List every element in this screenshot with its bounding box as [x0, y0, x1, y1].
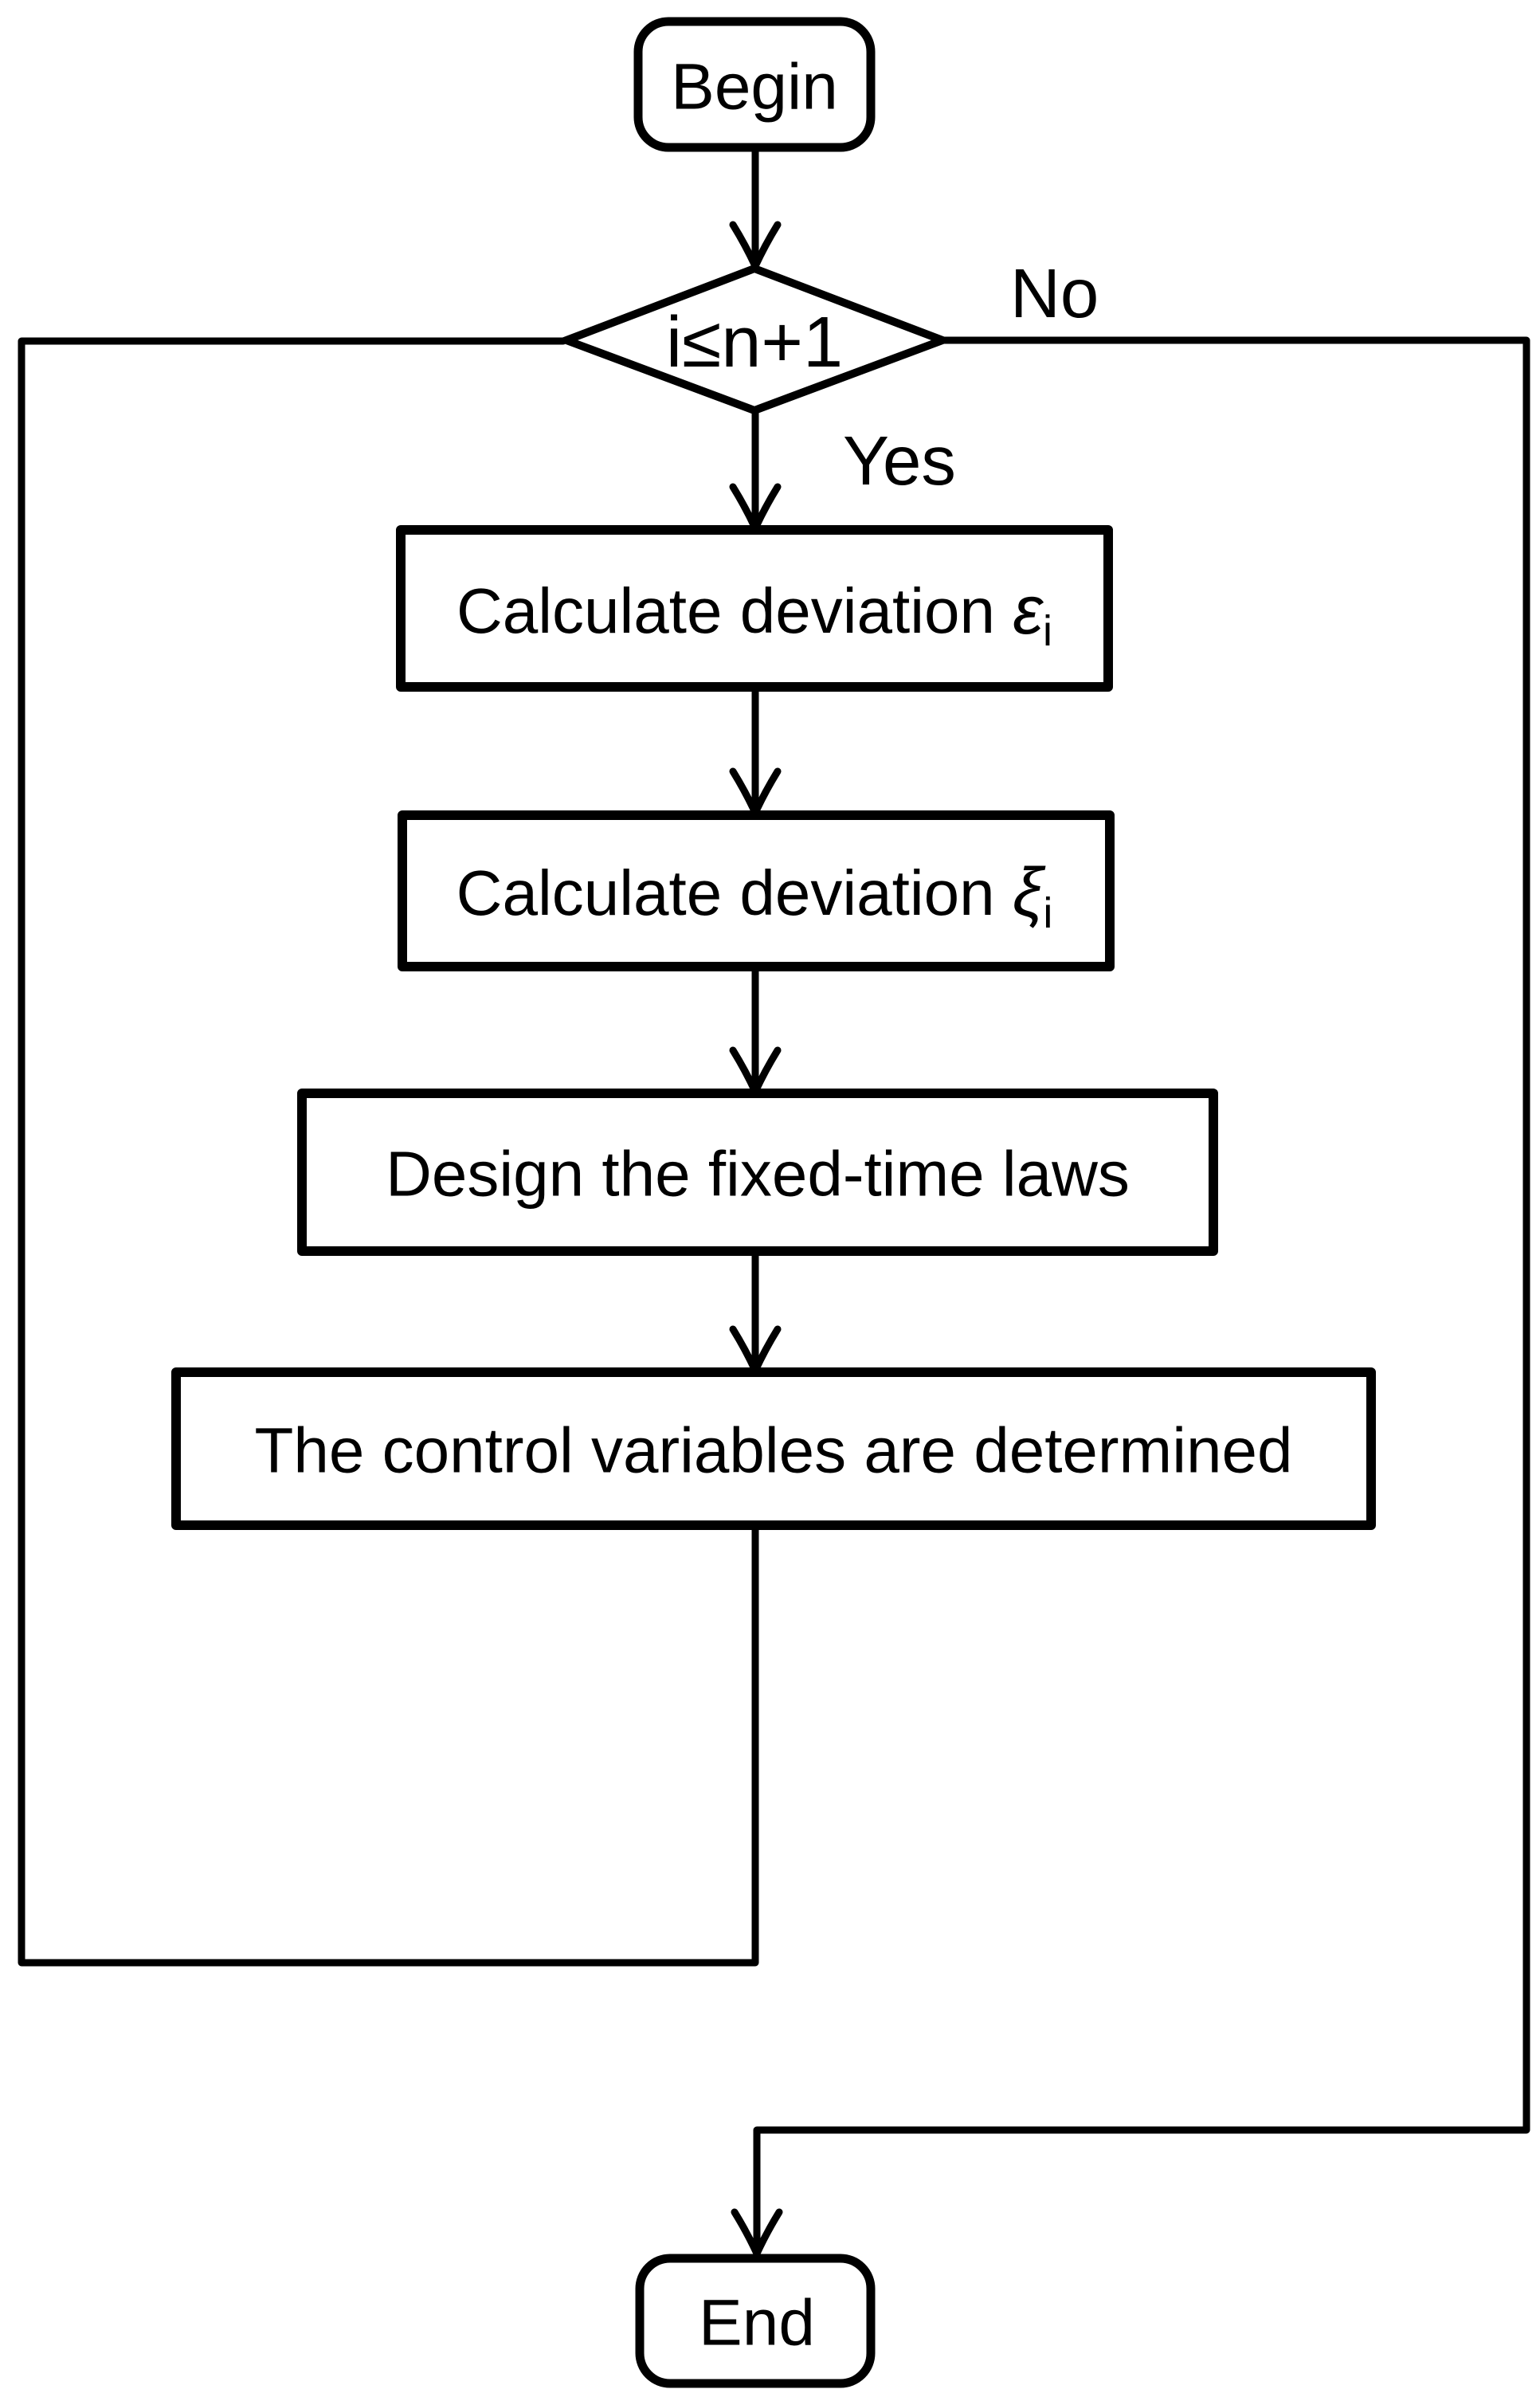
calc-epsilon-node-shape [396, 525, 1113, 692]
edge-step2-to-step3 [729, 963, 782, 1096]
arrowhead-into-end [731, 2208, 783, 2258]
arrowhead-into-step1 [729, 483, 782, 532]
arrowhead-into-step2 [729, 767, 782, 817]
arrowhead-into-step4 [729, 1325, 782, 1375]
xi-symbol: ξ [1013, 854, 1046, 931]
calc-xi-node: Calculate deviation ξi [398, 810, 1115, 971]
design-laws-node-shape [297, 1089, 1218, 1256]
edge-step1-to-step2 [729, 683, 782, 817]
begin-node-label: Begin [671, 51, 838, 124]
arrowhead-into-decision [729, 221, 782, 270]
design-laws-node-label: Design the fixed-time laws [386, 1139, 1130, 1210]
control-variables-node-label: The control variables are determined [255, 1415, 1293, 1486]
edge-step3-to-step4 [729, 1247, 782, 1375]
no-branch-connector [753, 336, 1530, 2258]
calc-xi-node-shape [398, 810, 1115, 971]
subscript-i: i [1043, 607, 1052, 655]
control-variables-node: The control variables are determined [171, 1367, 1376, 1530]
label-text: Calculate deviation [457, 857, 1013, 928]
no-branch-label: No [1010, 255, 1099, 332]
control-variables-node-shape [171, 1367, 1376, 1530]
calc-epsilon-node-label: Calculate deviation εi [457, 572, 1052, 655]
design-laws-node: Design the fixed-time laws [297, 1089, 1218, 1256]
end-node-label: End [699, 2287, 815, 2360]
loopback-connector [18, 337, 759, 1967]
label-text: Calculate deviation [457, 575, 1013, 646]
calc-epsilon-node: Calculate deviation εi [396, 525, 1113, 692]
arrowhead-into-step3 [729, 1046, 782, 1096]
epsilon-symbol: ε [1013, 572, 1044, 649]
subscript-i: i [1043, 889, 1052, 937]
yes-branch-label: Yes [843, 422, 956, 500]
calc-xi-node-label: Calculate deviation ξi [457, 854, 1053, 937]
decision-node-label: i≤n+1 [666, 303, 843, 382]
edge-decision-to-step1 [729, 406, 782, 532]
begin-node: Begin [633, 17, 876, 152]
edge-begin-to-decision [729, 143, 782, 270]
end-node-shape [635, 2254, 876, 2388]
end-node: End [635, 2254, 876, 2388]
